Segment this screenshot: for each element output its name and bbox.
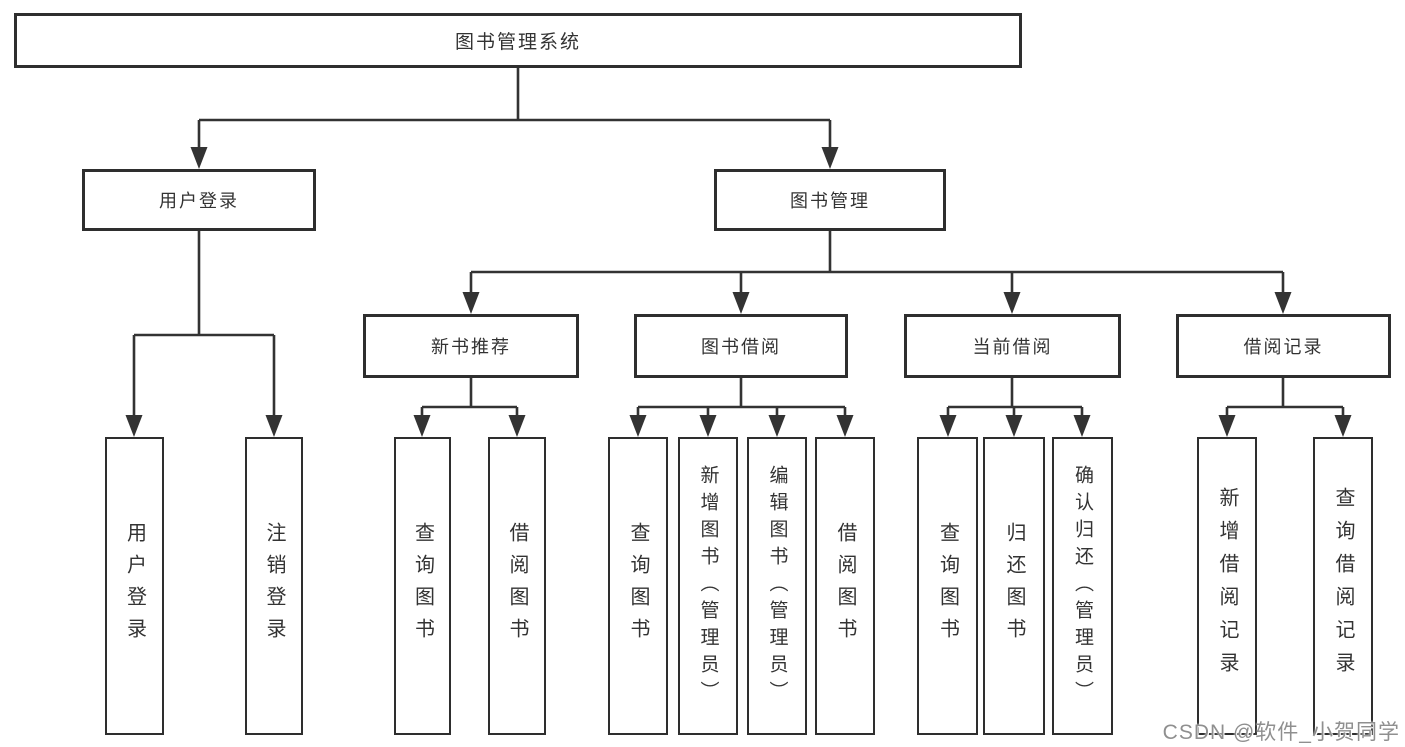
arrow-down-icon: [836, 415, 854, 437]
leaf-borrow-books-label: 借阅图书: [834, 522, 856, 650]
arrow-down-icon: [699, 415, 717, 437]
connector-borrow-records-branch: [1218, 378, 1352, 437]
connector-new-book-branch: [413, 378, 526, 437]
leaf-query-books-recommend: 查询图书: [394, 437, 451, 735]
arrow-down-icon: [821, 147, 839, 169]
arrow-down-icon: [732, 292, 750, 314]
arrow-down-icon: [1003, 292, 1021, 314]
arrow-down-icon: [125, 415, 143, 437]
node-book-borrow: 图书借阅: [634, 314, 848, 378]
connector-book-borrow-branch: [629, 378, 854, 437]
leaf-user-login-label: 用户登录: [123, 522, 146, 650]
leaf-add-borrow-record-label: 新增借阅记录: [1216, 487, 1238, 685]
leaf-query-borrow-record: 查询借阅记录: [1313, 437, 1373, 735]
arrow-down-icon: [1073, 415, 1091, 437]
arrow-down-icon: [1274, 292, 1292, 314]
arrow-down-icon: [1334, 415, 1352, 437]
leaf-query-books-borrow: 查询图书: [608, 437, 668, 735]
node-book-borrow-label: 图书借阅: [701, 337, 781, 357]
leaf-return-book: 归还图书: [983, 437, 1045, 735]
node-borrow-records-label: 借阅记录: [1243, 337, 1324, 357]
node-book-management: 图书管理: [714, 169, 946, 231]
node-current-borrow-label: 当前借阅: [972, 337, 1053, 357]
arrow-down-icon: [462, 292, 480, 314]
connector-book-management-branch: [462, 231, 1292, 314]
arrow-down-icon: [939, 415, 957, 437]
node-new-book-recommend-label: 新书推荐: [431, 337, 511, 357]
node-library-system-label: 图书管理系统: [454, 32, 581, 53]
arrow-down-icon: [629, 415, 647, 437]
connector-current-borrow-branch: [939, 378, 1091, 437]
node-user-login: 用户登录: [82, 169, 316, 231]
connector-root-to-level2: [190, 68, 839, 169]
node-new-book-recommend: 新书推荐: [363, 314, 579, 378]
node-borrow-records: 借阅记录: [1176, 314, 1391, 378]
leaf-add-borrow-record: 新增借阅记录: [1197, 437, 1257, 735]
leaf-add-book-admin: 新增图书（管理员）: [678, 437, 738, 735]
arrow-down-icon: [1218, 415, 1236, 437]
arrow-down-icon: [768, 415, 786, 437]
leaf-edit-book-admin: 编辑图书（管理员）: [747, 437, 807, 735]
leaf-borrow-books: 借阅图书: [815, 437, 875, 735]
leaf-borrow-books-recommend: 借阅图书: [488, 437, 546, 735]
leaf-confirm-return-admin-label: 确认归还（管理员）: [1072, 464, 1093, 708]
node-current-borrow: 当前借阅: [904, 314, 1121, 378]
leaf-user-login: 用户登录: [105, 437, 164, 735]
node-library-system: 图书管理系统: [14, 13, 1022, 68]
leaf-query-borrow-record-label: 查询借阅记录: [1332, 487, 1354, 685]
arrow-down-icon: [1005, 415, 1023, 437]
arrow-down-icon: [265, 415, 283, 437]
leaf-confirm-return-admin: 确认归还（管理员）: [1052, 437, 1113, 735]
leaf-add-book-admin-label: 新增图书（管理员）: [697, 464, 719, 708]
arrow-down-icon: [413, 415, 431, 437]
leaf-query-books-recommend-label: 查询图书: [411, 522, 434, 650]
node-user-login-label: 用户登录: [159, 191, 239, 211]
leaf-return-book-label: 归还图书: [1003, 522, 1025, 650]
leaf-borrow-books-recommend-label: 借阅图书: [506, 522, 528, 650]
leaf-query-books-current-label: 查询图书: [936, 522, 959, 650]
leaf-edit-book-admin-label: 编辑图书（管理员）: [766, 464, 788, 708]
arrow-down-icon: [508, 415, 526, 437]
leaf-query-books-current: 查询图书: [917, 437, 978, 735]
connector-user-login-branch: [125, 231, 283, 437]
arrow-down-icon: [190, 147, 208, 169]
leaf-logout: 注销登录: [245, 437, 303, 735]
node-book-management-label: 图书管理: [790, 191, 870, 211]
leaf-query-books-borrow-label: 查询图书: [627, 522, 649, 650]
leaf-logout-label: 注销登录: [263, 522, 285, 650]
